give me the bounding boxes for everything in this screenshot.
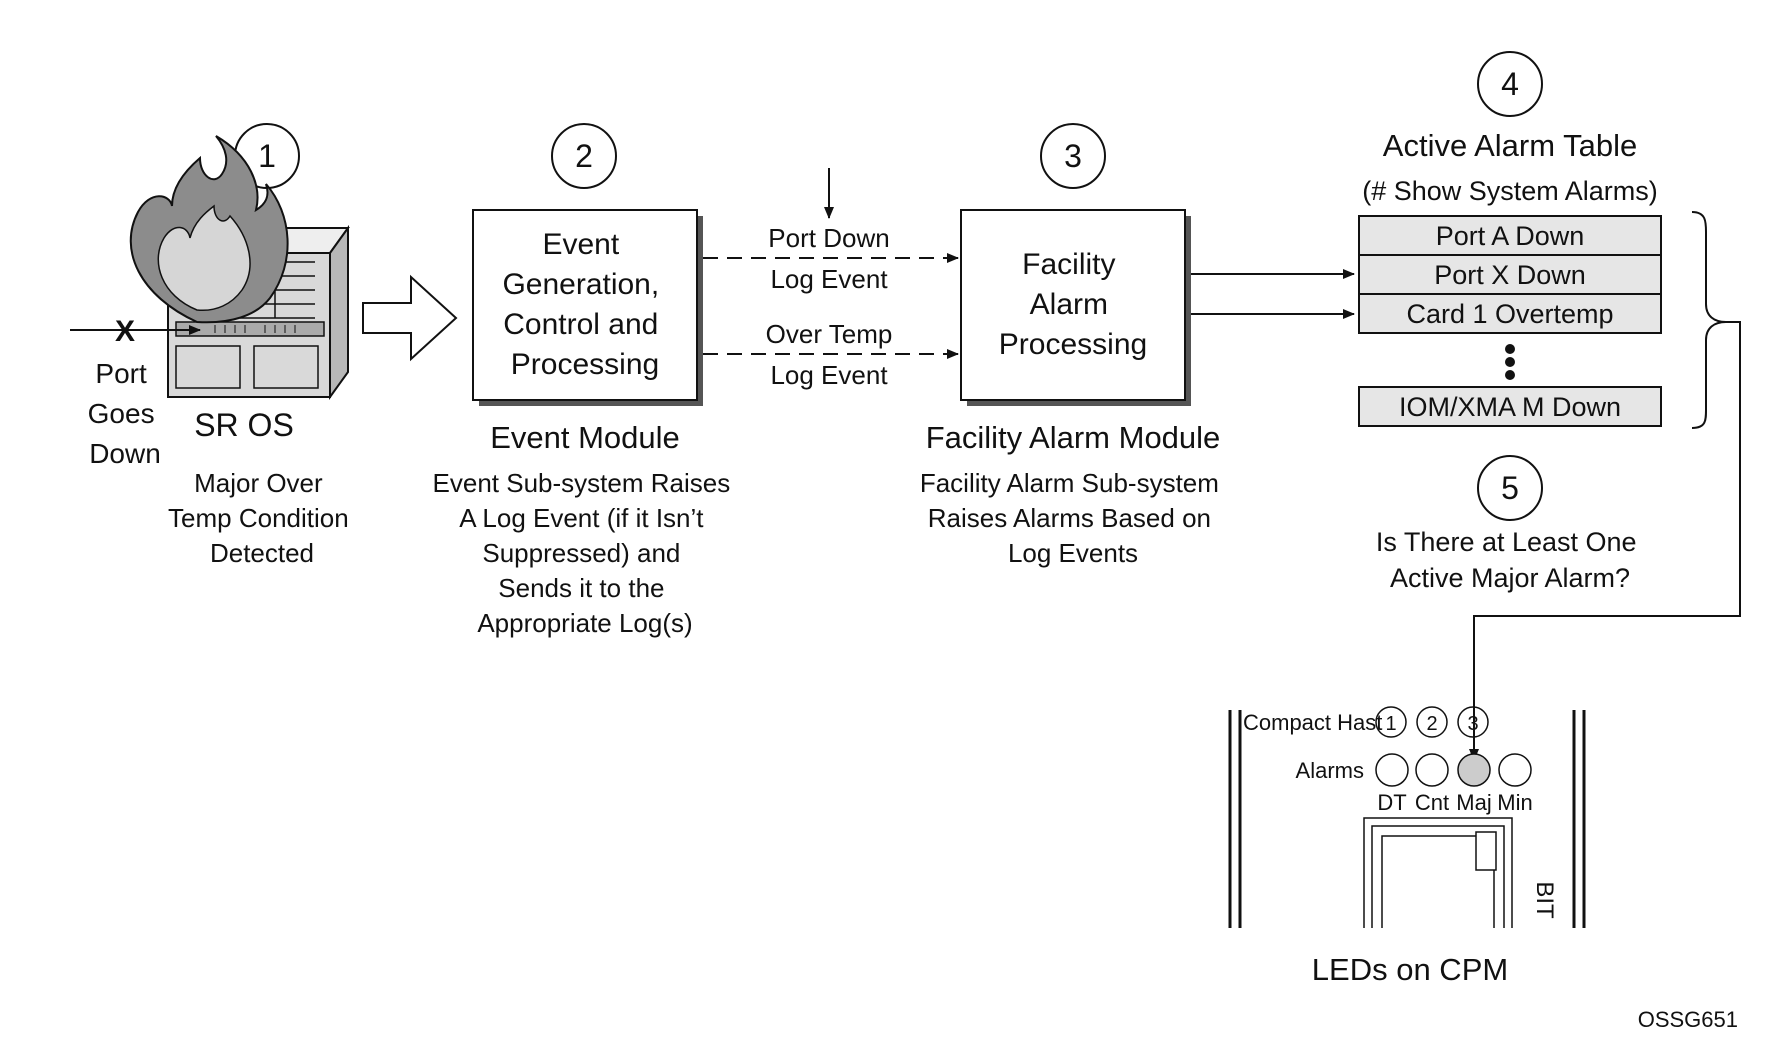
alarm-table-subtitle: (# Show System Alarms) [1362, 176, 1658, 206]
step-3-number: 3 [1064, 138, 1082, 174]
alarm-row: IOM/XMA M Down [1358, 386, 1662, 427]
cnt-led [1415, 753, 1449, 787]
step-5-number: 5 [1501, 470, 1519, 506]
step-4-circle [1477, 51, 1543, 117]
alarm-row-text: Port X Down [1434, 260, 1586, 290]
step-2-number: 2 [575, 138, 593, 174]
step-2: 2 [551, 123, 617, 189]
cf-slot-indicator: 3 [1457, 706, 1489, 738]
facility-alarm-box: Facility Alarm Processing [960, 209, 1191, 406]
port-down-x-mark: X [115, 315, 135, 348]
bit-connector [1363, 817, 1513, 928]
min-label: Min [1497, 790, 1532, 815]
facility-alarm-box-text: Facility Alarm Processing [999, 248, 1147, 361]
min-led [1498, 753, 1532, 787]
alarms-label: Alarms [1296, 758, 1364, 783]
port-input: X Port Goes Down [70, 315, 201, 469]
cf-slot-indicator: 2 [1416, 706, 1448, 738]
svg-text:1: 1 [1385, 713, 1396, 735]
dt-label: DT [1377, 790, 1406, 815]
cpm-leds-caption: LEDs on CPM [1312, 952, 1508, 987]
over-temp-label: Over Temp [766, 319, 893, 349]
step-3-circle [1040, 123, 1106, 189]
compact-flash-label: Compact Hast [1243, 710, 1382, 735]
log-event-connectors: Port Down Log Event Over Temp Log Event [703, 168, 959, 390]
alarm-table-brace [1691, 211, 1727, 429]
alarm-row: Port A Down [1358, 215, 1662, 256]
fire-icon [129, 135, 289, 324]
svg-text:2: 2 [1426, 713, 1437, 735]
bit-label: BIT [1531, 881, 1558, 919]
alarm-row-text: IOM/XMA M Down [1399, 392, 1621, 422]
sr-os-caption: Major Over Temp Condition Detected [168, 468, 356, 568]
event-module-caption: Event Sub-system Raises A Log Event (if … [433, 468, 738, 638]
maj-led [1457, 753, 1491, 787]
port-goes-down-label: Port Goes Down [88, 358, 163, 469]
cnt-label: Cnt [1415, 790, 1449, 815]
step-5: 5 [1477, 455, 1543, 521]
step-4: 4 [1477, 51, 1543, 117]
sr-os-label: SR OS [194, 407, 294, 443]
step-4-number: 4 [1501, 66, 1519, 102]
step-2-circle [551, 123, 617, 189]
alarm-row-text: Card 1 Overtemp [1406, 299, 1613, 329]
ellipsis-dots [1505, 344, 1515, 380]
svg-text:3: 3 [1467, 713, 1478, 735]
alarm-row: Port X Down [1358, 254, 1662, 295]
port-down-label: Port Down [768, 223, 889, 253]
maj-label: Maj [1456, 790, 1491, 815]
event-module-box: Event Generation, Control and Processing [472, 209, 703, 406]
major-alarm-question: Is There at Least One Active Major Alarm… [1376, 527, 1644, 593]
step-1-number: 1 [258, 138, 276, 174]
figure-id: OSSG651 [1638, 1007, 1738, 1032]
major-alarm-connector [1473, 321, 1741, 760]
log-event-label-1: Log Event [770, 264, 888, 294]
flow-block-arrow [362, 274, 458, 362]
cpm-panel: Compact Hast 1 2 3 Alarms DT Cnt Maj Min… [1228, 706, 1586, 928]
cf-slot-indicator: 1 [1375, 706, 1407, 738]
event-module-box-text: Event Generation, Control and Processing [502, 228, 667, 381]
event-module-title: Event Module [490, 420, 680, 455]
facility-alarm-module-title: Facility Alarm Module [926, 420, 1221, 455]
alarm-table: Port A Down Port X Down Card 1 Overtemp … [1358, 215, 1662, 427]
dt-led [1375, 753, 1409, 787]
facility-alarm-module-caption: Facility Alarm Sub-system Raises Alarms … [920, 468, 1226, 568]
alarm-row-text: Port A Down [1436, 221, 1585, 251]
log-event-label-2: Log Event [770, 360, 888, 390]
step-3: 3 [1040, 123, 1106, 189]
step-5-circle [1477, 455, 1543, 521]
alarm-row: Card 1 Overtemp [1358, 293, 1662, 334]
alarm-table-title: Active Alarm Table [1383, 128, 1637, 163]
